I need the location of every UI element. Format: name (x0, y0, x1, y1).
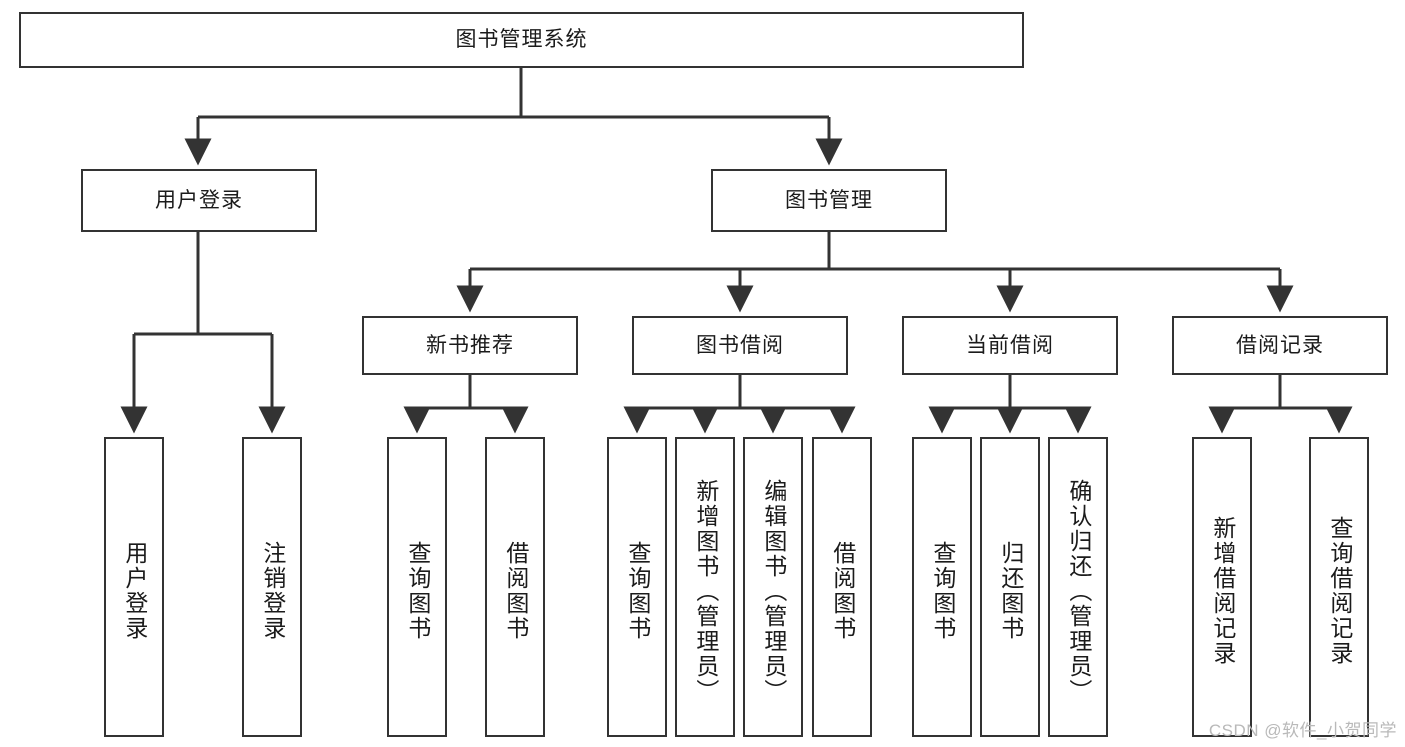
leaf-borrow-book-2-label: 借阅图书 (829, 541, 856, 641)
leaf-user-login-label: 用户登录 (121, 541, 148, 641)
leaf-logout-label: 注销登录 (259, 541, 286, 641)
node-current-borrow-label: 当前借阅 (966, 333, 1054, 357)
node-book-borrow-label: 图书借阅 (696, 333, 784, 357)
node-current-borrow[interactable]: 当前借阅 (902, 316, 1118, 375)
leaf-edit-book[interactable]: 编辑图书（管理员） (743, 437, 803, 737)
leaf-edit-book-label: 编辑图书（管理员） (760, 478, 787, 704)
leaf-borrow-book-2[interactable]: 借阅图书 (812, 437, 872, 737)
leaf-query-book-2[interactable]: 查询图书 (607, 437, 667, 737)
leaf-confirm-return-label: 确认归还（管理员） (1065, 478, 1092, 704)
node-user-login-label: 用户登录 (155, 188, 243, 212)
leaf-return-book[interactable]: 归还图书 (980, 437, 1040, 737)
leaf-query-book-1[interactable]: 查询图书 (387, 437, 447, 737)
node-user-login[interactable]: 用户登录 (81, 169, 317, 232)
leaf-user-login[interactable]: 用户登录 (104, 437, 164, 737)
node-book-management[interactable]: 图书管理 (711, 169, 947, 232)
node-new-book-recommend[interactable]: 新书推荐 (362, 316, 578, 375)
node-root[interactable]: 图书管理系统 (19, 12, 1024, 68)
node-book-management-label: 图书管理 (785, 188, 873, 212)
leaf-add-book-label: 新增图书（管理员） (692, 478, 719, 704)
leaf-query-book-3[interactable]: 查询图书 (912, 437, 972, 737)
leaf-logout[interactable]: 注销登录 (242, 437, 302, 737)
leaf-borrow-book-1[interactable]: 借阅图书 (485, 437, 545, 737)
leaf-query-record-label: 查询借阅记录 (1326, 516, 1353, 666)
leaf-query-record[interactable]: 查询借阅记录 (1309, 437, 1369, 737)
leaf-borrow-book-1-label: 借阅图书 (502, 541, 529, 641)
node-root-label: 图书管理系统 (455, 28, 588, 52)
watermark: CSDN @软件_小贺同学 (1208, 721, 1397, 740)
node-new-book-recommend-label: 新书推荐 (426, 333, 514, 357)
node-borrow-record-label: 借阅记录 (1236, 333, 1324, 357)
node-book-borrow[interactable]: 图书借阅 (632, 316, 848, 375)
node-borrow-record[interactable]: 借阅记录 (1172, 316, 1388, 375)
leaf-query-book-3-label: 查询图书 (929, 541, 956, 641)
leaf-add-record[interactable]: 新增借阅记录 (1192, 437, 1252, 737)
leaf-query-book-2-label: 查询图书 (624, 541, 651, 641)
leaf-add-book[interactable]: 新增图书（管理员） (675, 437, 735, 737)
leaf-confirm-return[interactable]: 确认归还（管理员） (1048, 437, 1108, 737)
leaf-add-record-label: 新增借阅记录 (1209, 516, 1236, 666)
leaf-query-book-1-label: 查询图书 (404, 541, 431, 641)
leaf-return-book-label: 归还图书 (997, 541, 1024, 641)
